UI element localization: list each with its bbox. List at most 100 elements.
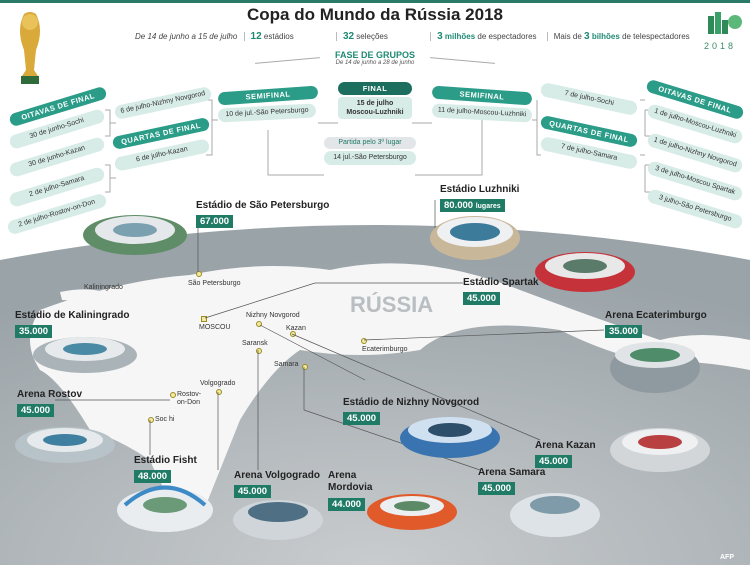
stadium-label: Arena Rostov 45.000 (17, 389, 82, 418)
city-marker (216, 389, 222, 395)
stadium-name: Arena Mordovia (328, 470, 373, 493)
final-match[interactable]: 15 de julho Moscou-Luzhniki (338, 97, 412, 119)
capital-marker (201, 316, 207, 322)
stadium-name: Arena Samara (478, 467, 546, 478)
group-stage-dates: De 14 de junho a 28 de junho (335, 60, 415, 66)
stadiums-label: estádios (263, 32, 294, 41)
wc2018-logo: 2018 (704, 8, 744, 51)
city-marker (361, 338, 367, 344)
match-pill[interactable]: 14 jul.-São Petersburgo (324, 151, 416, 165)
city-ecaterimburgo: Ecaterimburgo (362, 346, 408, 353)
city-sochi: Soc hi (155, 416, 175, 423)
top-bar (0, 0, 750, 3)
stadium-label: Estádio de São Petersburgo 67.000 (196, 200, 329, 229)
stadium-luzhniki-icon (430, 216, 520, 260)
stadium-name: Estádio de Nizhny Novgorod (343, 397, 480, 408)
city-volgogrado: Volgogrado (200, 380, 236, 387)
final-header: FINAL (338, 82, 412, 95)
russia-map (0, 225, 750, 565)
stadium-name: Arena Rostov (17, 389, 83, 400)
stadium-nizhny-novgorod-icon (400, 417, 500, 458)
dates-text: De 14 de junho a 15 de julho (135, 32, 238, 41)
stadium-capacity: 45.000 (343, 412, 381, 425)
stadium-label: Arena Samara 45.000 (478, 467, 545, 496)
tv-pre: Mais de (553, 32, 582, 41)
stadium-fisht-icon (117, 485, 213, 532)
stadium-label: Arena Volgogrado 45.000 (234, 470, 320, 499)
stadium-capacity: 35.000 (605, 325, 643, 338)
page-title: Copa do Mundo da Rússia 2018 (247, 5, 503, 24)
country-label: RÚSSIA (350, 292, 434, 317)
final-place: Moscou-Luzhniki (346, 109, 404, 116)
stats-row: De 14 de junho a 15 de julho 12 estádios… (135, 31, 690, 42)
spectators-unit: milhões (444, 32, 476, 41)
stadium-spartak-icon (535, 252, 635, 292)
tv-label: de telespectadores (622, 32, 690, 41)
stadiums-count: 12 (250, 31, 262, 42)
logo-emblem-icon (708, 12, 742, 34)
stadium-name: Arena Volgogrado (234, 470, 320, 481)
city-marker (256, 321, 262, 327)
city-marker (148, 417, 154, 423)
city-marker (170, 392, 176, 398)
city-marker (256, 348, 262, 354)
group-stage-title: FASE DE GRUPOS (334, 50, 415, 60)
stadium-label: Arena Kazan 45.000 (535, 440, 596, 469)
stadium-ecaterimburgo-icon (610, 342, 700, 393)
stadium-name: Arena Ecaterimburgo (605, 310, 707, 321)
stadium-name: Estádio de São Petersburgo (196, 200, 330, 211)
stadium-name: Estádio Fisht (134, 455, 197, 466)
city-nizhny-novgorod: Nizhny Novgorod (246, 312, 300, 319)
city-kaliningrado: Kaliningrado (84, 284, 123, 291)
tv-count: 3 (584, 31, 590, 42)
credit-afp: AFP (720, 554, 734, 561)
city-saransk: Saransk (242, 340, 268, 347)
city-kazan: Kazan (286, 325, 306, 332)
stadium-capacity: 67.000 (196, 215, 234, 228)
stadium-label: Arena Mordovia 44.000 (328, 470, 378, 512)
stadium-rostov-icon (15, 427, 115, 463)
stadium-name: Estádio Luzhniki (440, 184, 520, 195)
group-stage: FASE DE GRUPOS De 14 de junho a 28 de ju… (330, 50, 420, 66)
stadium-label: Arena Ecaterimburgo 35.000 (605, 310, 707, 339)
city-rostov: Rostov-on-Don (177, 391, 202, 406)
stadium-capacity: 48.000 (134, 470, 172, 483)
stadium-capacity: 80.000 (444, 200, 474, 211)
stadium-label: Estádio de Nizhny Novgorod 45.000 (343, 397, 479, 426)
stadium-kaliningrado-icon (33, 337, 137, 373)
final-date: 15 de julho (356, 100, 394, 107)
teams-count: 32 (342, 31, 355, 42)
stadium-mordovia-icon (367, 494, 457, 530)
stadium-label: Estádio de Kaliningrado 35.000 (15, 310, 129, 339)
stadium-capacity: 45.000 (535, 455, 573, 468)
stadium-kazan-icon (610, 428, 710, 472)
capacity-unit: lugares (475, 203, 501, 210)
stadium-capacity: 45.000 (234, 485, 272, 498)
city-moscou: MOSCOU (199, 324, 231, 331)
stadium-label: Estádio Spartak 45.000 (463, 277, 539, 306)
tv-unit: bilhões (591, 32, 620, 41)
stadium-capacity: 45.000 (478, 482, 516, 495)
stadium-label: Estádio Fisht 48.000 (134, 455, 197, 484)
stadium-capacity: 45.000 (17, 404, 55, 417)
stadium-name: Estádio de Kaliningrado (15, 310, 130, 321)
stadium-name: Arena Kazan (535, 440, 596, 451)
stadium-capacity: 45.000 (463, 292, 501, 305)
stadium-capacity: 44.000 (328, 498, 366, 511)
city-sao-petersburgo: São Petersburgo (188, 280, 241, 287)
stadium-sao-petersburgo-icon (83, 215, 187, 255)
city-marker (196, 271, 202, 277)
logo-year: 2018 (704, 41, 737, 51)
stadium-capacity: 35.000 (15, 325, 53, 338)
spectators-label: de espectadores (477, 32, 537, 41)
teams-label: seleções (356, 32, 388, 41)
city-marker (302, 364, 308, 370)
city-marker (290, 331, 296, 337)
trophy-icon (20, 12, 40, 84)
stadium-samara-icon (510, 493, 600, 537)
third-place-header: Partida pelo 3º lugar (324, 137, 416, 149)
stadium-label: Estádio Luzhniki 80.000 lugares (440, 184, 519, 213)
stadium-name: Estádio Spartak (463, 277, 539, 288)
